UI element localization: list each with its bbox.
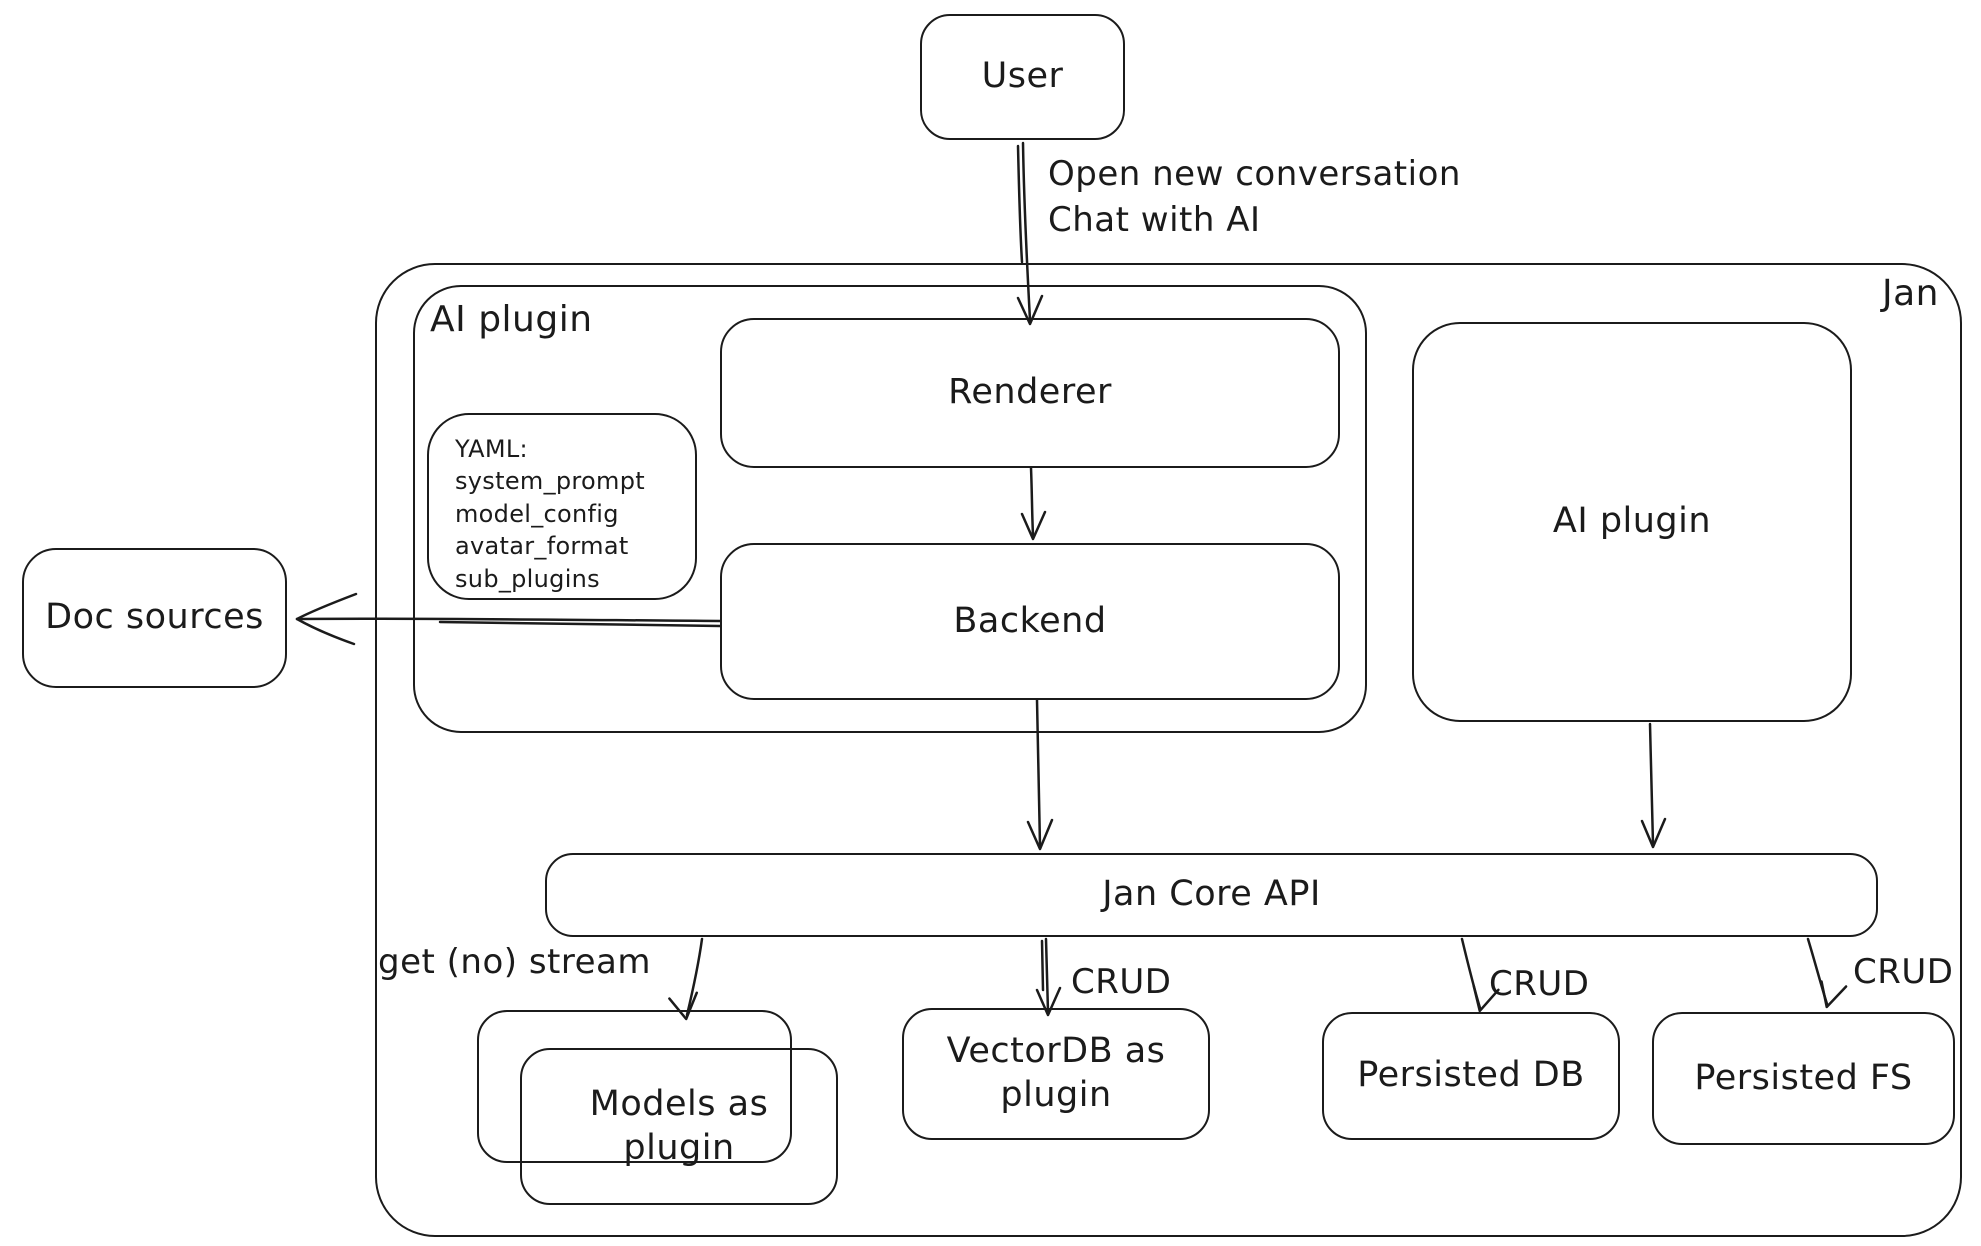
- models-as-plugin-node: Models as plugin: [520, 1048, 838, 1205]
- yaml-line: model_config: [455, 499, 619, 528]
- user-label: User: [981, 56, 1064, 97]
- edge-label-crud-persisted-db: CRUD: [1489, 964, 1590, 1004]
- yaml-line: system_prompt: [455, 467, 645, 496]
- ai-plugin-right-node: AI plugin: [1412, 322, 1852, 722]
- vectordb-as-plugin-label: VectorDB as plugin: [946, 1031, 1166, 1115]
- edge-label-open-conversation: Open new conversation Chat with AI: [1048, 152, 1461, 244]
- doc-sources-label: Doc sources: [45, 597, 264, 638]
- persisted-fs-node: Persisted FS: [1652, 1012, 1955, 1145]
- models-as-plugin-back-box: [477, 1010, 792, 1163]
- ai-plugin-left-label: AI plugin: [430, 299, 593, 340]
- persisted-db-node: Persisted DB: [1322, 1012, 1620, 1140]
- edge-label-get-no-stream: get (no) stream: [378, 942, 651, 982]
- yaml-note: YAML: system_prompt model_config avatar_…: [427, 413, 697, 600]
- edge-label-crud-vectordb: CRUD: [1071, 962, 1172, 1002]
- persisted-db-label: Persisted DB: [1357, 1055, 1585, 1096]
- yaml-line: avatar_format: [455, 532, 629, 561]
- models-as-plugin-label: Models as plugin: [589, 1083, 769, 1168]
- vectordb-as-plugin-node: VectorDB as plugin: [902, 1008, 1210, 1140]
- yaml-line: YAML:: [455, 435, 528, 463]
- edge-label-line: Open new conversation: [1048, 154, 1461, 194]
- user-node: User: [920, 14, 1125, 140]
- jan-core-api-label: Jan Core API: [1102, 874, 1321, 915]
- doc-sources-node: Doc sources: [22, 548, 287, 688]
- jan-container-box: [375, 263, 1962, 1237]
- backend-label: Backend: [953, 600, 1107, 641]
- ai-plugin-left-container-box: [413, 285, 1367, 733]
- yaml-note-text: YAML: system_prompt model_config avatar_…: [429, 415, 645, 595]
- persisted-fs-label: Persisted FS: [1694, 1057, 1913, 1098]
- edge-label-line: Chat with AI: [1048, 199, 1261, 240]
- ai-plugin-right-label: AI plugin: [1552, 501, 1712, 542]
- renderer-node: Renderer: [720, 318, 1340, 468]
- backend-node: Backend: [720, 543, 1340, 700]
- edge-label-crud-persisted-fs: CRUD: [1853, 952, 1954, 992]
- jan-core-api-node: Jan Core API: [545, 853, 1878, 937]
- yaml-line: sub_plugins: [455, 564, 600, 593]
- renderer-label: Renderer: [948, 372, 1112, 413]
- jan-container-label: Jan: [1882, 273, 1939, 314]
